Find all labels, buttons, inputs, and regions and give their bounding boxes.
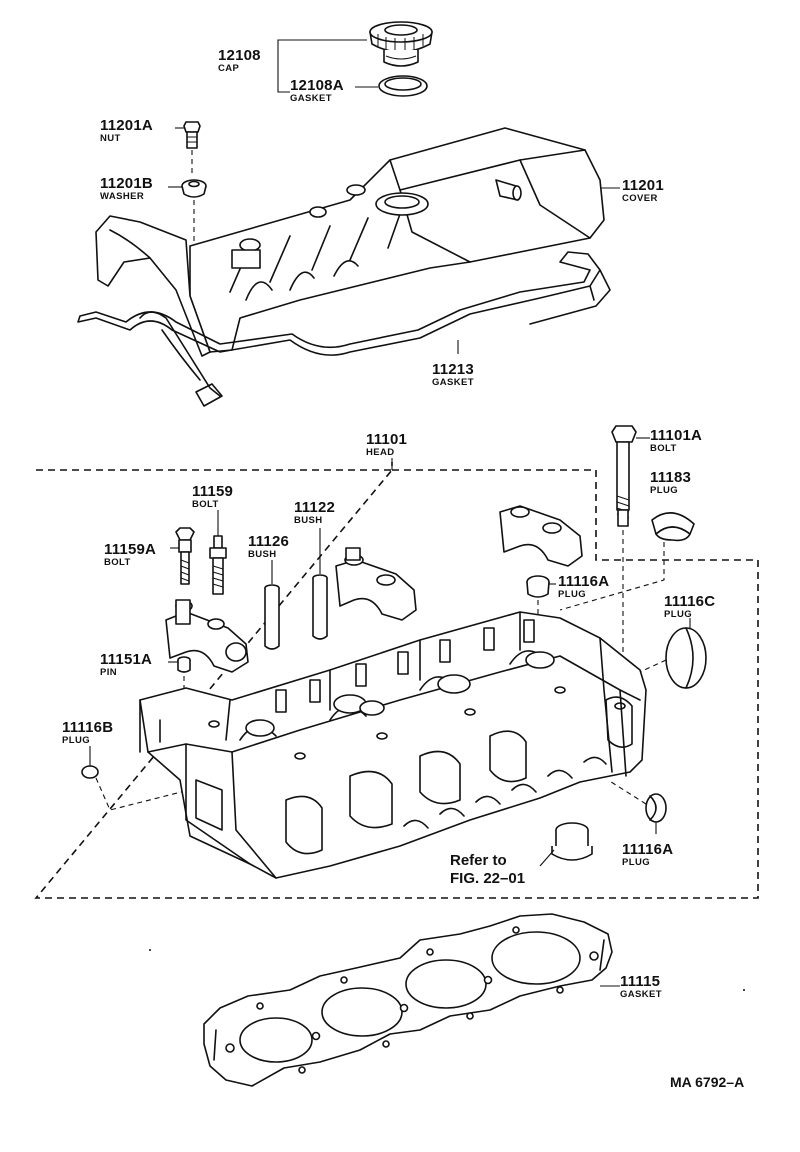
callout-pin: 11151A PIN	[100, 652, 152, 678]
plug-11116c-dashed	[639, 659, 667, 673]
part-number: 12108	[218, 47, 261, 64]
bolt-11159	[209, 535, 227, 595]
part-name: HEAD	[366, 447, 395, 458]
part-name: WASHER	[100, 191, 145, 202]
callout-bush-11126: 11126 BUSH	[248, 534, 289, 560]
plug-11116a-bottom	[645, 793, 667, 823]
part-number: 11159A	[104, 541, 157, 558]
part-name: PLUG	[622, 857, 650, 868]
plug-11183	[651, 512, 695, 542]
part-number: 11201	[622, 177, 664, 194]
part-number: 11183	[650, 469, 692, 486]
bearing-cap-middle	[335, 547, 417, 621]
part-number: 11122	[294, 499, 336, 516]
callout-plug-11116a-top: 11116A PLUG	[558, 574, 609, 600]
valve-cover	[95, 127, 605, 357]
callout-bolt-11159a: 11159A BOLT	[104, 542, 156, 568]
part-name: BUSH	[294, 515, 323, 526]
part-name: BUSH	[248, 549, 277, 560]
plug-11116c	[665, 627, 707, 689]
pin-11151a	[177, 656, 191, 673]
part-name: GASKET	[290, 93, 332, 104]
reference-note: Refer to FIG. 22–01	[450, 852, 525, 888]
callout-plug-11116b: 11116B PLUG	[62, 720, 113, 746]
part-number: 11101	[366, 431, 408, 448]
figure-id: MA 6792–A	[670, 1074, 745, 1090]
cap-gasket-ring	[378, 75, 428, 97]
bolt-11159a	[175, 527, 195, 585]
callout-bush-11122: 11122 BUSH	[294, 500, 335, 526]
part-number: 11126	[248, 533, 290, 550]
oil-filler-cap	[369, 21, 433, 67]
cover-gasket	[77, 251, 611, 407]
callout-nut: 11201A NUT	[100, 118, 153, 144]
head-bolt	[611, 425, 637, 527]
cap-leader-line	[277, 39, 367, 93]
bearing-cap-upper-right	[499, 505, 583, 567]
part-name: BOLT	[192, 499, 219, 510]
part-name: PLUG	[558, 589, 586, 600]
callout-head: 11101 HEAD	[366, 432, 407, 458]
part-number: 11201A	[100, 117, 153, 134]
part-number: 11159	[192, 483, 234, 500]
callout-plug-11116c: 11116C PLUG	[664, 594, 715, 620]
part-number: 11213	[432, 361, 474, 378]
bearing-cap-left	[165, 599, 249, 673]
callout-cover: 11201 COVER	[622, 178, 664, 204]
part-number: 11116B	[62, 719, 114, 736]
part-name: COVER	[622, 193, 658, 204]
part-name: PLUG	[62, 735, 90, 746]
callout-washer: 11201B WASHER	[100, 176, 153, 202]
reference-line-1: Refer to	[450, 852, 507, 869]
part-number: 12108A	[290, 77, 344, 94]
bush-11126	[264, 584, 280, 650]
cover-washer	[181, 179, 207, 198]
part-name: PIN	[100, 667, 118, 678]
plug-11116a-top	[526, 575, 550, 598]
part-name: BOLT	[104, 557, 131, 568]
callout-head-bolt: 11101A BOLT	[650, 428, 702, 454]
part-number: 11101A	[650, 427, 703, 444]
callout-cover-gasket: 11213 GASKET	[432, 362, 474, 388]
part-name: PLUG	[650, 485, 678, 496]
speck	[743, 989, 745, 991]
plug-11183-dashed	[559, 542, 665, 611]
part-number: 11115	[620, 973, 661, 990]
bush-11122	[312, 574, 328, 640]
plug-11116a-bottom-dashed	[607, 779, 647, 805]
refer-leader	[539, 849, 555, 867]
part-number: 11151A	[100, 651, 153, 668]
cover-nut	[183, 121, 201, 149]
callout-cap-gasket: 12108A GASKET	[290, 78, 344, 104]
callout-plug-11116a-bottom: 11116A PLUG	[622, 842, 673, 868]
cylinder-head	[139, 611, 647, 879]
callout-plug-11183: 11183 PLUG	[650, 470, 691, 496]
callout-cap: 12108 CAP	[218, 48, 261, 74]
plug-11116b	[81, 765, 99, 779]
part-name: BOLT	[650, 443, 677, 454]
part-name: CAP	[218, 63, 240, 74]
callout-head-gasket: 11115 GASKET	[620, 974, 662, 1000]
reference-line-2: FIG. 22–01	[450, 870, 526, 887]
part-name: GASKET	[432, 377, 474, 388]
part-number: 11116C	[664, 593, 716, 610]
part-number: 11201B	[100, 175, 153, 192]
head-gasket	[203, 913, 613, 1087]
part-number: 11116A	[558, 573, 610, 590]
speck	[149, 949, 151, 951]
callout-bolt-11159: 11159 BOLT	[192, 484, 233, 510]
refer-component	[551, 822, 593, 861]
part-name: PLUG	[664, 609, 692, 620]
part-number: 11116A	[622, 841, 674, 858]
part-name: GASKET	[620, 989, 662, 1000]
part-name: NUT	[100, 133, 121, 144]
